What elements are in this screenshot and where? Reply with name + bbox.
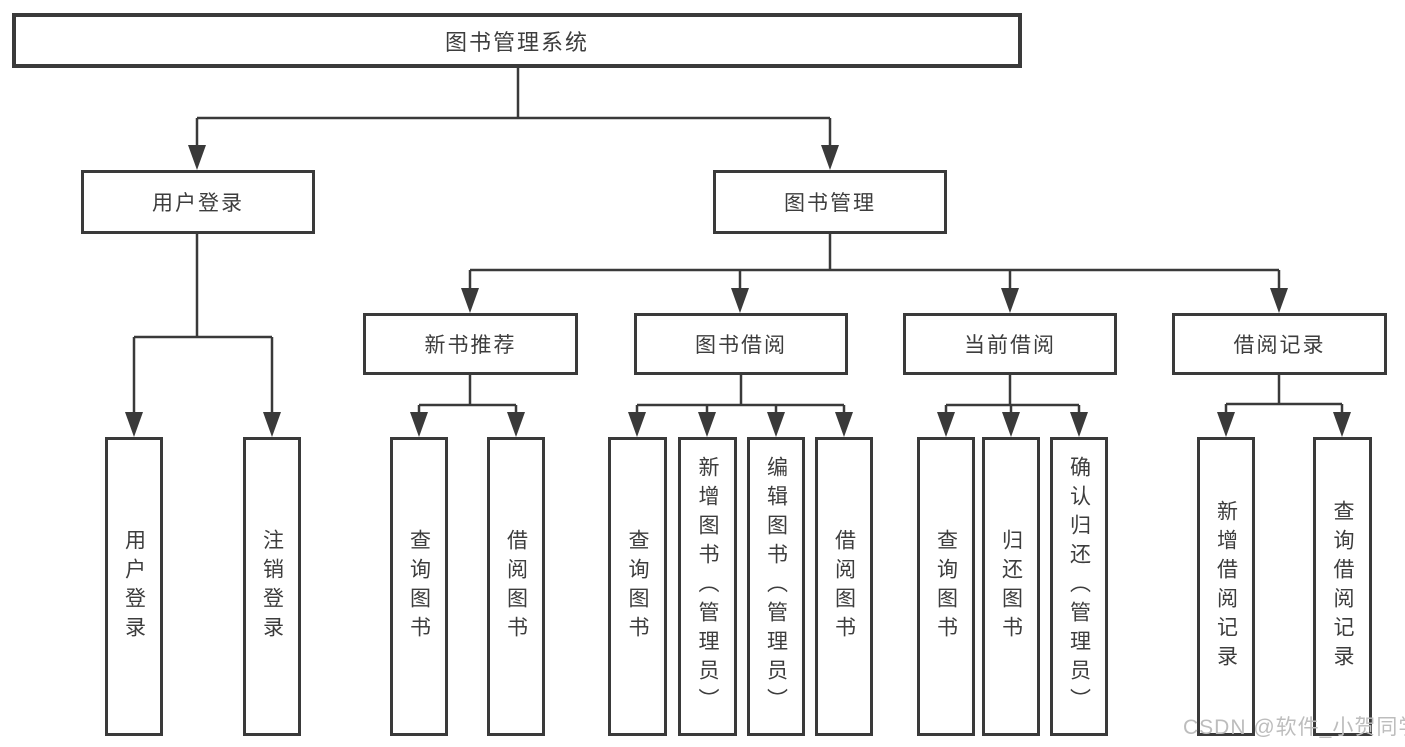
node-current-borrowing: 当前借阅: [903, 313, 1117, 375]
leaf-add-borrow-record: 新增借阅记录: [1197, 437, 1255, 736]
leaf-borrow-books: 借阅图书: [815, 437, 873, 736]
node-borrowing-records-label: 借阅记录: [1233, 334, 1326, 357]
leaf-borrow-books-recommend: 借阅图书: [487, 437, 545, 736]
node-borrowing-records: 借阅记录: [1172, 313, 1387, 375]
leaf-return-books: 归还图书: [982, 437, 1040, 736]
leaf-add-books-admin: 新增图书（管理员）: [678, 437, 737, 736]
leaf-confirm-return-admin-label: 确认归还（管理员）: [1067, 456, 1091, 717]
node-new-book-recommend: 新书推荐: [363, 313, 578, 375]
node-new-book-recommend-label: 新书推荐: [424, 334, 517, 357]
leaf-logout-login-label: 注销登录: [260, 528, 284, 645]
node-root: 图书管理系统: [12, 13, 1022, 68]
leaf-query-books-recommend: 查询图书: [390, 437, 448, 736]
node-user-login: 用户登录: [81, 170, 315, 234]
leaf-confirm-return-admin: 确认归还（管理员）: [1050, 437, 1108, 736]
node-book-borrowing-label: 图书借阅: [695, 334, 787, 357]
leaf-logout-login: 注销登录: [243, 437, 301, 736]
leaf-borrow-books-label: 借阅图书: [832, 528, 856, 645]
leaf-add-borrow-record-label: 新增借阅记录: [1214, 499, 1238, 674]
leaf-query-books-borrowing: 查询图书: [608, 437, 667, 736]
leaf-user-login: 用户登录: [105, 437, 163, 736]
leaf-borrow-books-recommend-label: 借阅图书: [504, 528, 528, 645]
leaf-query-borrow-record: 查询借阅记录: [1313, 437, 1372, 736]
leaf-edit-books-admin-label: 编辑图书（管理员）: [764, 456, 788, 717]
node-root-label: 图书管理系统: [444, 29, 589, 55]
leaf-query-books-borrowing-label: 查询图书: [626, 528, 649, 645]
watermark: CSDN @软件_小贺同学: [1183, 716, 1405, 739]
node-book-borrowing: 图书借阅: [634, 313, 848, 375]
leaf-add-books-admin-label: 新增图书（管理员）: [696, 456, 719, 717]
leaf-query-borrow-record-label: 查询借阅记录: [1331, 499, 1354, 674]
leaf-query-books-recommend-label: 查询图书: [407, 528, 431, 645]
leaf-query-books-current-label: 查询图书: [934, 528, 958, 645]
leaf-user-login-label: 用户登录: [122, 528, 146, 645]
leaf-query-books-current: 查询图书: [917, 437, 975, 736]
node-user-login-label: 用户登录: [152, 192, 244, 215]
leaf-edit-books-admin: 编辑图书（管理员）: [747, 437, 805, 736]
node-book-management: 图书管理: [713, 170, 947, 234]
node-current-borrowing-label: 当前借阅: [964, 334, 1056, 357]
node-book-management-label: 图书管理: [784, 192, 876, 215]
leaf-return-books-label: 归还图书: [999, 528, 1023, 645]
